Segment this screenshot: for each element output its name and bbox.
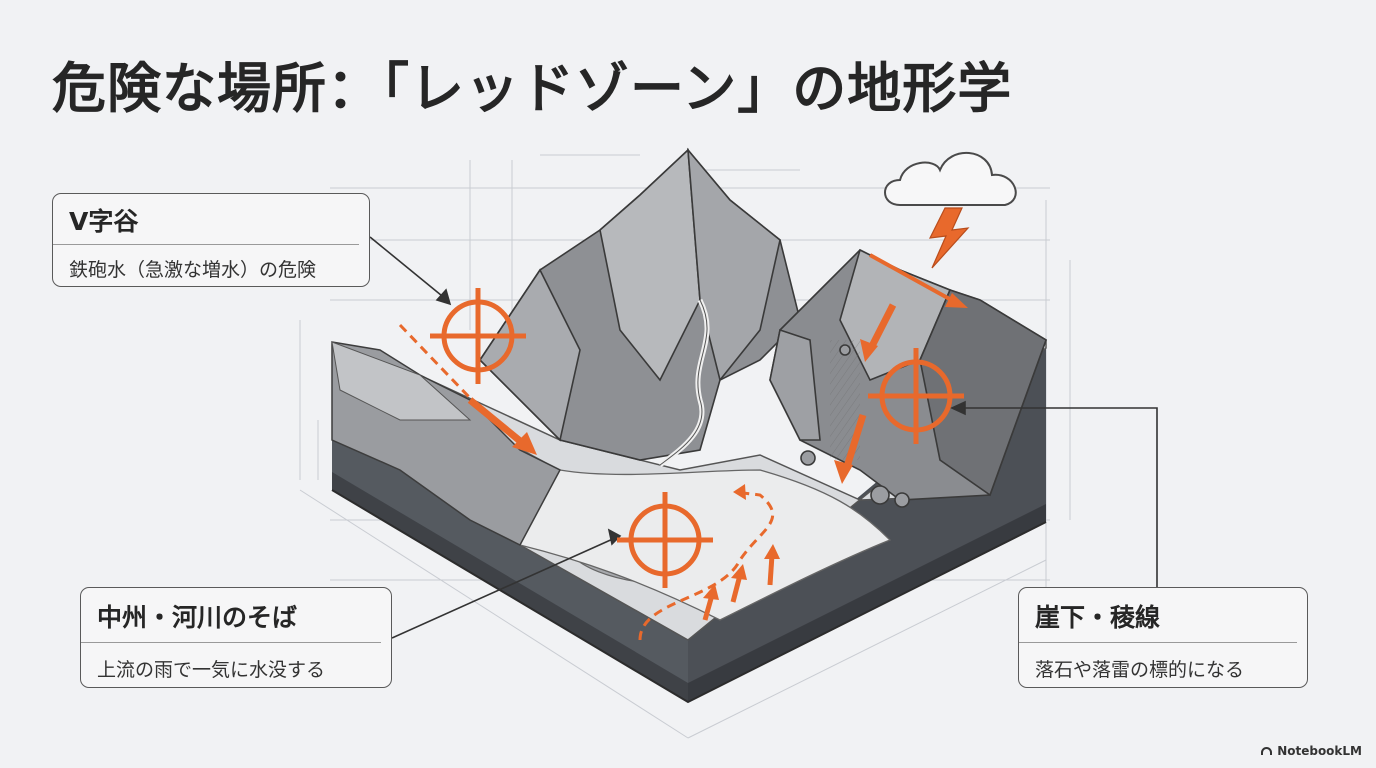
callout-title: 崖下・稜線	[1019, 588, 1297, 643]
callout-title: V字谷	[53, 194, 359, 245]
lightning-icon	[928, 207, 970, 269]
notebooklm-icon	[1261, 747, 1273, 755]
target-icon	[430, 288, 526, 384]
callout-v-valley: V字谷 鉄砲水（急激な増水）の危険	[52, 193, 370, 287]
callout-cliff: 崖下・稜線 落石や落雷の標的になる	[1018, 587, 1308, 688]
rising-water-arrow-icon	[730, 564, 747, 603]
flow-arrow-icon	[860, 303, 897, 362]
flood-path	[398, 323, 472, 400]
leader-lines	[369, 236, 1158, 639]
flow-arrow-icon	[869, 253, 968, 308]
page-title: 危険な場所：「レッドゾーン」の地形学	[52, 57, 1013, 120]
target-icon	[617, 492, 713, 588]
callout-text: 上流の雨で一気に水没する	[97, 659, 326, 681]
flow-arrow-icon	[834, 413, 867, 484]
flood-path	[638, 490, 775, 641]
callout-text: 鉄砲水（急激な増水）の危険	[69, 259, 317, 281]
central-mountain	[478, 147, 801, 468]
flow-arrows	[467, 253, 968, 621]
rising-water-arrow-icon	[764, 544, 780, 586]
callout-sandbar: 中州・河川のそば 上流の雨で一気に水没する	[80, 587, 392, 688]
rising-water-arrow-icon	[702, 584, 719, 621]
callout-text: 落石や落雷の標的になる	[1035, 659, 1245, 681]
target-icon	[868, 348, 964, 444]
brand-watermark: NotebookLM	[1261, 744, 1362, 758]
callout-title: 中州・河川のそば	[81, 588, 381, 643]
flow-arrow-icon	[467, 397, 537, 455]
cloud-icon	[884, 152, 1017, 206]
brand-label: NotebookLM	[1277, 744, 1362, 758]
